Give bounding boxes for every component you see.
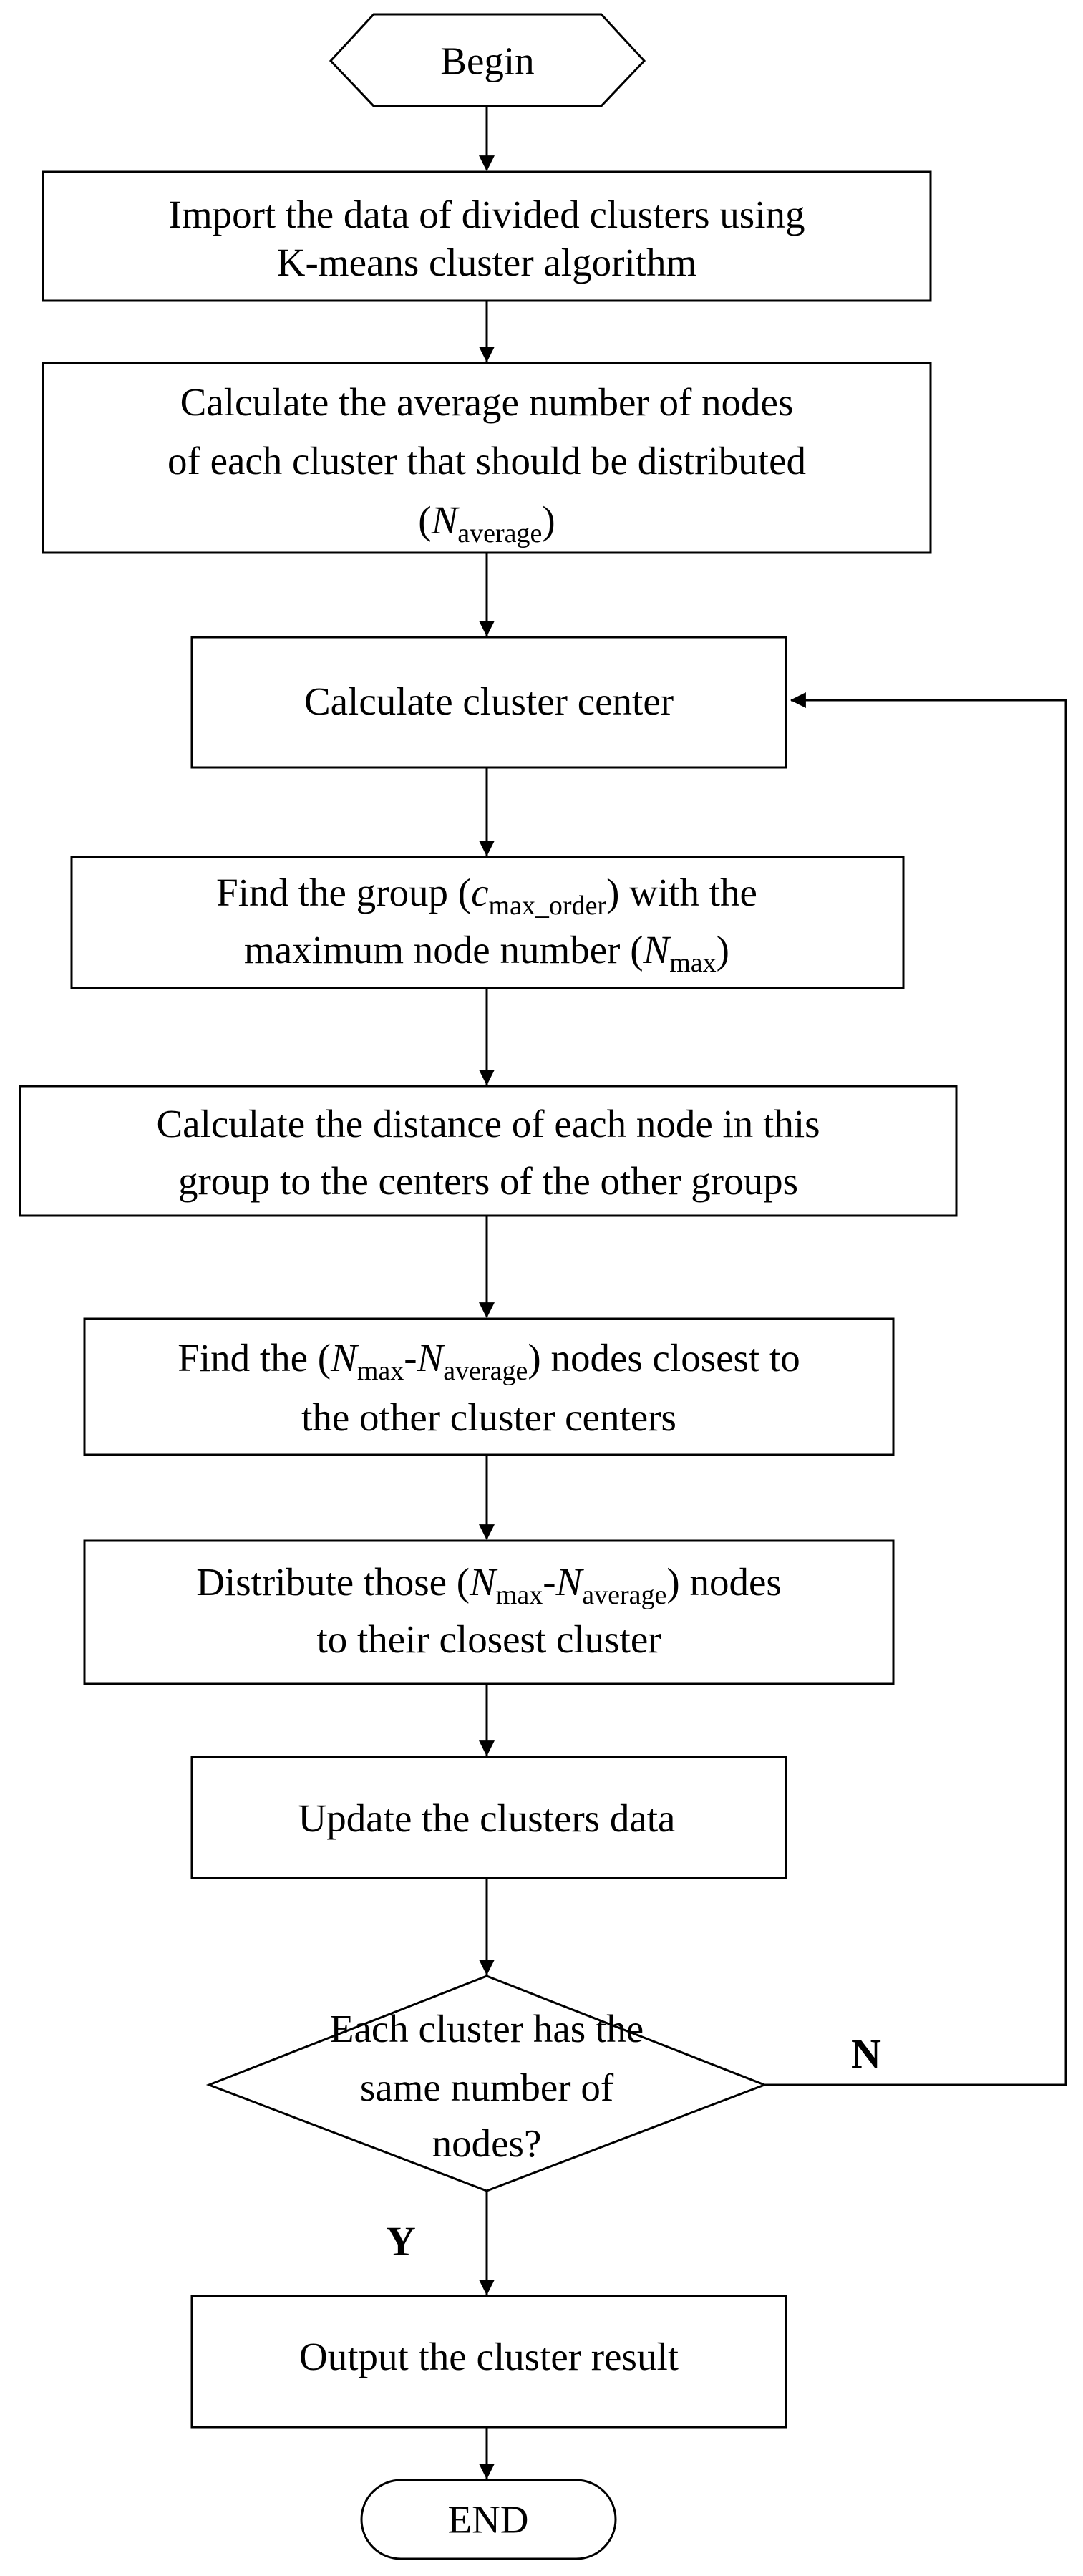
end-label: END xyxy=(447,2498,528,2542)
distance-box xyxy=(19,1085,958,1217)
end-rounded-shape xyxy=(360,2479,617,2560)
average-label-line2: of each cluster that should be distribut… xyxy=(167,439,806,483)
decision-label-line1: Each cluster has the xyxy=(330,2007,644,2050)
distance-label-line2: group to the centers of the other groups xyxy=(178,1159,798,1203)
find-nodes-node: Find the (Nmax-Naverage) nodes closest t… xyxy=(83,1317,895,1456)
center-box xyxy=(190,636,787,769)
update-box xyxy=(190,1756,787,1879)
import-node: Import the data of divided clusters usin… xyxy=(42,170,932,302)
import-label-line2: K-means cluster algorithm xyxy=(277,241,697,284)
average-box xyxy=(42,362,932,554)
decision-label-line3: nodes? xyxy=(432,2121,542,2165)
output-box xyxy=(190,2295,787,2429)
distance-label-line1: Calculate the distance of each node in t… xyxy=(156,1102,820,1146)
end-node: END xyxy=(360,2479,617,2560)
find-group-box xyxy=(70,856,905,989)
find-nodes-label-line1: Find the (Nmax-Naverage) nodes closest t… xyxy=(178,1336,800,1386)
distribute-node: Distribute those (Nmax-Naverage) nodes t… xyxy=(83,1539,895,1685)
find-group-label-line1: Find the group (cmax_order) with the xyxy=(216,871,757,921)
average-label-line3: (Naverage) xyxy=(418,498,555,548)
update-node: Update the clusters data xyxy=(190,1756,787,1879)
import-box xyxy=(42,170,932,302)
find-nodes-box xyxy=(83,1317,895,1456)
edge-label-no: N xyxy=(851,2030,881,2077)
output-node: Output the cluster result xyxy=(190,2295,787,2429)
find-group-node: Find the group (cmax_order) with the max… xyxy=(70,856,905,989)
find-nodes-label-line2: the other cluster centers xyxy=(301,1395,676,1439)
decision-node: Each cluster has the same number of node… xyxy=(205,1975,768,2192)
output-label: Output the cluster result xyxy=(299,2335,679,2378)
begin-node: Begin xyxy=(329,13,646,107)
distance-node: Calculate the distance of each node in t… xyxy=(19,1085,958,1217)
decision-diamond xyxy=(205,1975,768,2192)
center-node: Calculate cluster center xyxy=(190,636,787,769)
average-node: Calculate the average number of nodes of… xyxy=(42,362,932,554)
center-label: Calculate cluster center xyxy=(304,679,674,723)
distribute-box xyxy=(83,1539,895,1685)
import-label-line1: Import the data of divided clusters usin… xyxy=(169,193,805,236)
begin-hexagon-shape xyxy=(329,13,646,107)
begin-label: Begin xyxy=(440,39,534,83)
edges xyxy=(479,106,1067,2480)
average-label-line1: Calculate the average number of nodes xyxy=(180,380,794,424)
edge-decision-no-loop xyxy=(764,692,1067,2086)
edge-label-yes: Y xyxy=(386,2218,416,2265)
distribute-label-line1: Distribute those (Nmax-Naverage) nodes xyxy=(196,1560,782,1610)
decision-label-line2: same number of xyxy=(360,2066,614,2109)
find-group-label-line2: maximum node number (Nmax) xyxy=(244,928,729,978)
update-label: Update the clusters data xyxy=(298,1796,676,1840)
distribute-label-line2: to their closest cluster xyxy=(316,1617,661,1661)
